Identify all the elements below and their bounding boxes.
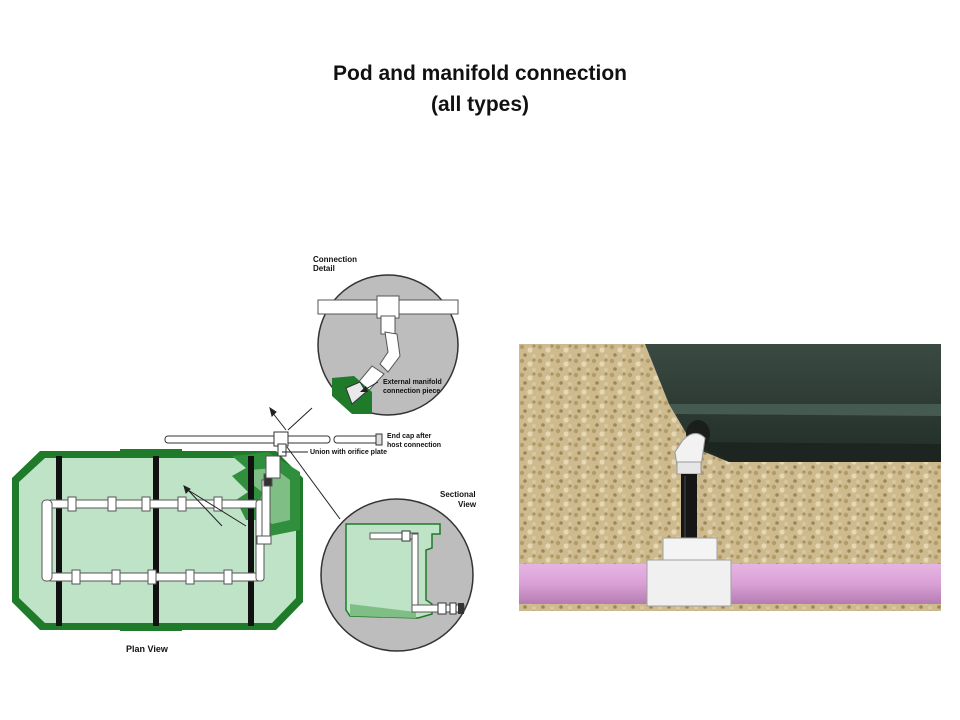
- plan-view-label: Plan View: [126, 644, 169, 654]
- title-line-2: (all types): [430, 93, 530, 116]
- external-manifold-pipe: [164, 431, 383, 457]
- leader-lines: [183, 406, 341, 527]
- slide-title: Pod and manifold connection (all types): [0, 58, 960, 120]
- riser-pipe: [256, 455, 281, 545]
- installation-photo: [519, 344, 941, 611]
- support-bars: [56, 456, 254, 626]
- end-cap-label-2: host connection: [387, 442, 441, 449]
- sectional-view-label-1: Sectional: [440, 490, 476, 499]
- pod-tank: [645, 344, 941, 462]
- white-tee: [646, 537, 732, 607]
- external-manifold-label-2: connection piece: [383, 388, 440, 395]
- title-line-1: Pod and manifold connection: [333, 62, 627, 85]
- union-orifice-label: Union with orifice plate: [310, 449, 387, 456]
- connection-detail-label-1: Connection: [313, 255, 357, 264]
- external-manifold-label-1: External manifold: [383, 379, 442, 386]
- end-cap-label-1: End cap after: [387, 433, 432, 440]
- sectional-view-circle: [320, 498, 474, 652]
- connection-detail-circle: [317, 274, 459, 416]
- connection-detail-label-2: Detail: [313, 264, 335, 273]
- black-riser: [681, 474, 697, 542]
- sectional-view-label-2: View: [458, 500, 477, 509]
